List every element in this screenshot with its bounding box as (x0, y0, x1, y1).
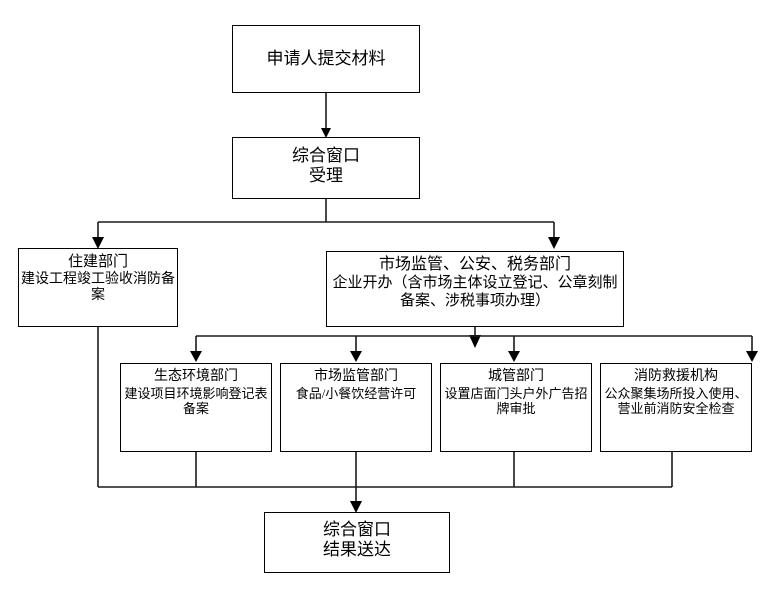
arrowhead-mpt-fanout (469, 335, 481, 348)
node-title: 综合窗口 (323, 520, 391, 539)
node-desc: 食品/小餐饮经营许可 (295, 385, 417, 401)
node-desc: 受理 (309, 166, 343, 186)
node-desc: 设置店面门头户外广告招牌审批 (444, 385, 588, 416)
node-eco-environment[interactable]: 生态环境部门 建设项目环境影响登记表备案 (120, 363, 272, 452)
arrowhead-fire (746, 351, 758, 362)
arrowhead-urban (508, 351, 520, 362)
node-window-deliver[interactable]: 综合窗口 结果送达 (264, 512, 450, 573)
node-housing-construction[interactable]: 住建部门 建设工程竣工验收消防备案 (18, 248, 178, 327)
node-title: 消防救援机构 (634, 369, 718, 384)
node-title: 申请人提交材料 (266, 48, 386, 68)
node-desc: 建设工程竣工验收消防备案 (21, 271, 175, 304)
arrowhead-eco (190, 351, 202, 362)
node-desc: 建设项目环境影响登记表备案 (124, 385, 268, 416)
node-title: 城管部门 (488, 369, 544, 384)
node-desc: 公众聚集场所投入使用、营业前消防安全检查 (604, 385, 748, 416)
node-title: 生态环境部门 (154, 369, 238, 384)
node-urban-management[interactable]: 城管部门 设置店面门头户外广告招牌审批 (440, 363, 592, 452)
node-title: 综合窗口 (292, 146, 360, 165)
node-fire-rescue[interactable]: 消防救援机构 公众聚集场所投入使用、营业前消防安全检查 (600, 363, 752, 452)
node-window-accept[interactable]: 综合窗口 受理 (232, 137, 420, 199)
node-title: 市场监管部门 (314, 369, 398, 384)
node-desc: 结果送达 (323, 540, 391, 560)
node-title: 市场监管、公安、税务部门 (378, 256, 571, 273)
arrowhead-market-sup (350, 351, 362, 362)
node-title: 住建部门 (67, 254, 128, 270)
arrowhead-market-police-tax (548, 237, 560, 249)
node-applicant-submit[interactable]: 申请人提交材料 (232, 25, 420, 93)
node-market-supervision[interactable]: 市场监管部门 食品/小餐饮经营许可 (280, 363, 432, 452)
node-desc: 企业开办（含市场主体设立登记、公章刻制备案、涉税事项办理） (332, 274, 618, 309)
node-market-police-tax[interactable]: 市场监管、公安、税务部门 企业开办（含市场主体设立登记、公章刻制备案、涉税事项办… (326, 251, 624, 327)
